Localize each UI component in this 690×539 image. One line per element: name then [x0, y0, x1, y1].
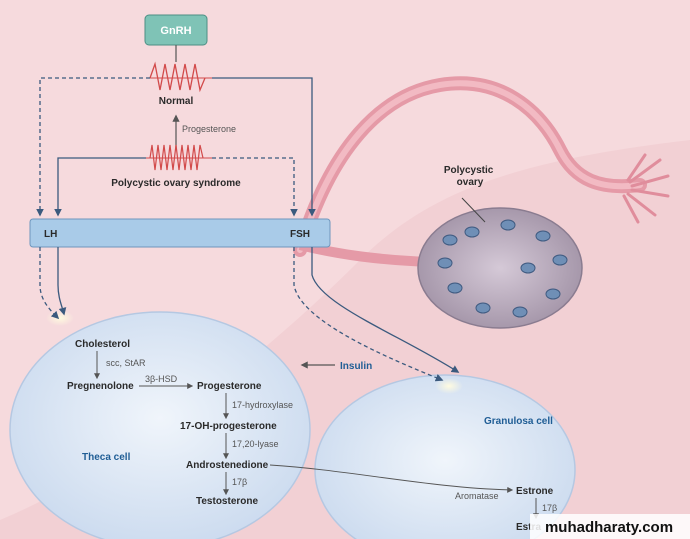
fsh-to-granulosa-dashed — [293, 247, 444, 382]
lh-fsh-bar — [29, 218, 331, 248]
hsd-label: 3β-HSD — [145, 374, 178, 384]
lh-to-theca-dashed — [39, 247, 60, 320]
granulosa-17b-label: 17β — [542, 503, 557, 513]
androstenedione-label: Androstenedione — [186, 460, 269, 471]
lh-receptor-glow — [46, 310, 74, 326]
pcos-fsh-line — [212, 157, 298, 217]
scc-star-label: scc, StAR — [106, 358, 146, 368]
ovary-label: Polycystic ovary — [444, 165, 496, 188]
normal-label: Normal — [159, 96, 194, 107]
ovary-pointer — [461, 197, 486, 223]
normal-fsh-line — [212, 77, 316, 217]
ovarian-ligament — [298, 240, 431, 267]
progesterone-feedback-label: Progesterone — [182, 124, 236, 134]
normal-lh-line — [36, 77, 150, 217]
granulosa-cell-label: Granulosa cell — [484, 416, 553, 427]
theca-17b-label: 17β — [232, 477, 247, 487]
lyase-label: 17,20-lyase — [232, 439, 279, 449]
gnrh-label: GnRH — [160, 25, 191, 37]
pcos-label: Polycystic ovary syndrome — [111, 178, 241, 189]
fimbriae — [622, 153, 670, 224]
theca-cell — [9, 311, 311, 539]
cholesterol-label: Cholesterol — [75, 339, 130, 350]
lh-to-theca-solid — [57, 247, 67, 316]
hydroxylase-label: 17-hydroxylase — [232, 400, 293, 410]
insulin-label: Insulin — [340, 361, 372, 372]
pregnenolone-label: Pregnenolone — [67, 381, 134, 392]
fsh-to-granulosa-solid — [311, 247, 460, 373]
progesterone-label: Progesterone — [197, 381, 262, 392]
estrone-label: Estrone — [516, 486, 554, 497]
watermark-bg — [530, 514, 690, 539]
fallopian-tube-highlight — [297, 80, 643, 253]
lh-label: LH — [44, 229, 57, 240]
estradiol-label: Estra — [516, 522, 541, 533]
fsh-label: FSH — [290, 229, 310, 240]
oh-progesterone-label: 17-OH-progesterone — [180, 421, 277, 432]
pcos-lh-line — [54, 157, 146, 217]
pcos-pulse-icon — [149, 144, 204, 171]
watermark: muhadharaty.com — [545, 519, 673, 536]
aromatase-label: Aromatase — [455, 491, 499, 501]
granulosa-cell — [314, 374, 576, 539]
aromatase-arrow — [269, 464, 514, 493]
polycystic-ovary — [417, 207, 583, 329]
ovary-label-line1: Polycystic — [444, 165, 494, 176]
fsh-receptor-glow — [435, 378, 463, 394]
ovary-label-line2: ovary — [457, 177, 484, 188]
theca-cell-label: Theca cell — [82, 452, 131, 463]
testosterone-label: Testosterone — [196, 496, 258, 507]
normal-pulse-icon — [149, 61, 206, 93]
